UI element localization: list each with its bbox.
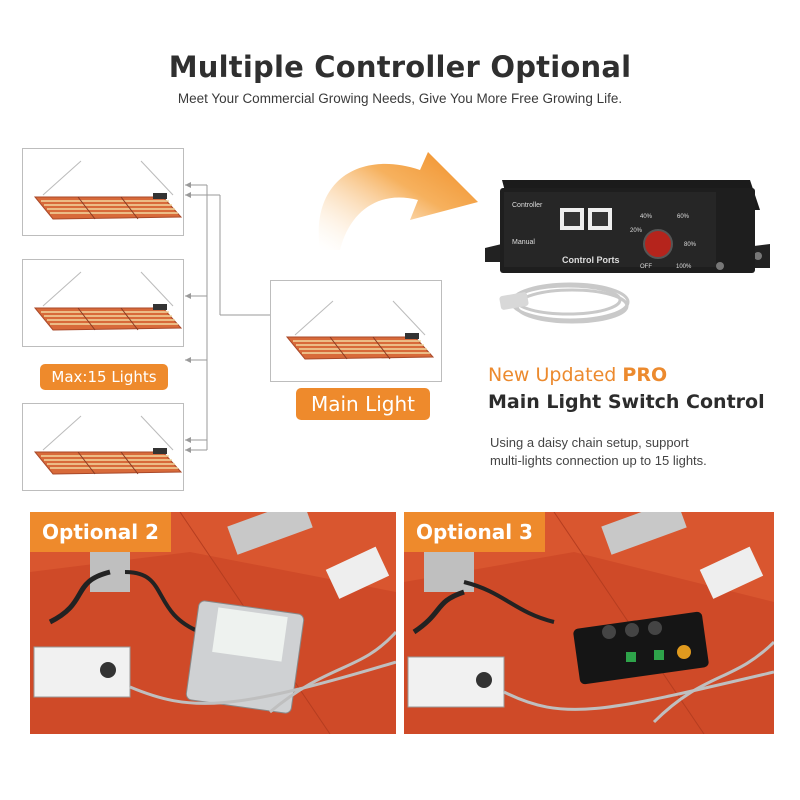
dial-mark: 100% — [676, 264, 692, 270]
feature-description: Using a daisy chain setup, support multi… — [490, 434, 707, 470]
dial-mark: 20% — [630, 228, 643, 234]
feature-description-line1: Using a daisy chain setup, support — [490, 435, 689, 450]
coiled-cable-image — [499, 282, 630, 324]
feature-heading-prefix: New Updated — [488, 364, 623, 386]
dial-mark: 60% — [677, 214, 690, 220]
curved-arrow-icon — [318, 152, 478, 250]
page-subtitle: Meet Your Commercial Growing Needs, Give… — [177, 91, 623, 106]
dial-mark: 40% — [640, 214, 653, 220]
feature-heading-line1: New Updated PRO — [488, 364, 667, 386]
controller-side-label: Manual — [512, 239, 535, 246]
option-2-label: Optional 2 — [30, 512, 171, 552]
main-light-badge: Main Light — [296, 388, 430, 420]
grow-light-image — [34, 415, 182, 475]
feature-description-line2: multi-lights connection up to 15 lights. — [490, 453, 707, 468]
feature-heading-line2: Main Light Switch Control — [488, 391, 765, 413]
light-box-3 — [22, 403, 184, 491]
main-light-box — [270, 280, 442, 382]
controller-ports-label: Control Ports — [562, 255, 620, 265]
page-title: Multiple Controller Optional — [168, 50, 632, 84]
max-lights-badge: Max:15 Lights — [40, 364, 168, 390]
option-3-label: Optional 3 — [404, 512, 545, 552]
dial-mark: 80% — [684, 242, 697, 248]
grow-light-image — [286, 300, 434, 360]
light-box-1 — [22, 148, 184, 236]
daisy-chain-connectors — [185, 182, 270, 453]
feature-heading-highlight: PRO — [622, 364, 668, 386]
controller-device-image: Controller Manual Control Ports 40% 60% … — [485, 180, 770, 273]
dial-mark: OFF — [640, 264, 652, 270]
light-box-2 — [22, 259, 184, 347]
controller-top-label: Controller — [512, 202, 543, 209]
grow-light-image — [34, 271, 182, 331]
grow-light-image — [34, 160, 182, 220]
